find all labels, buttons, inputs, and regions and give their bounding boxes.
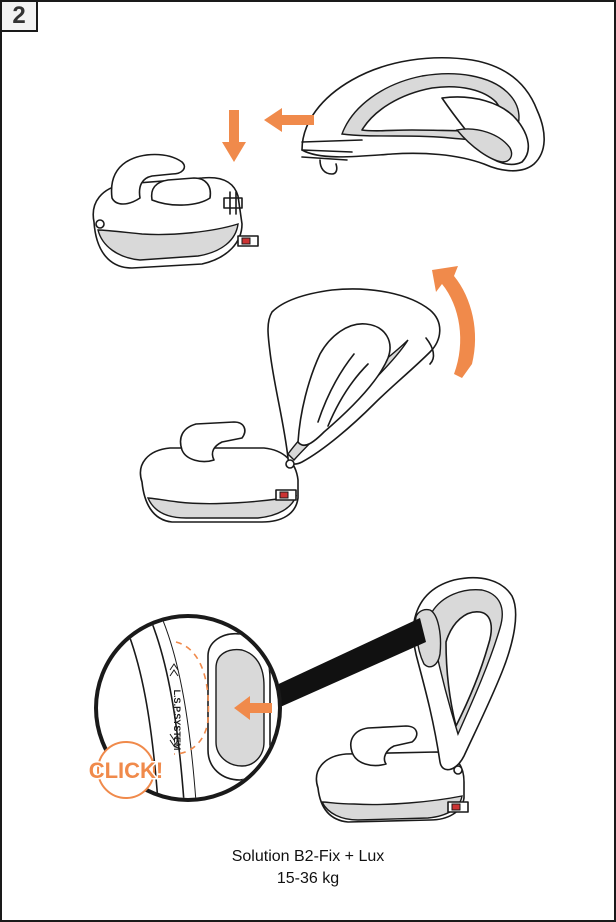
booster-base: [93, 155, 258, 269]
unfolded-seat: [140, 289, 439, 522]
callout-pointer: [270, 618, 426, 708]
system-label: L.S.P.SYSTEM: [172, 690, 182, 751]
click-text: CLICK!: [89, 758, 164, 783]
seat-with-headrest: [316, 578, 515, 822]
weight-range: 15-36 kg: [2, 870, 614, 888]
model-name: Solution B2-Fix + Lux: [2, 848, 614, 866]
folded-backrest: [302, 58, 544, 174]
orange-arrow-icon: [222, 110, 246, 162]
